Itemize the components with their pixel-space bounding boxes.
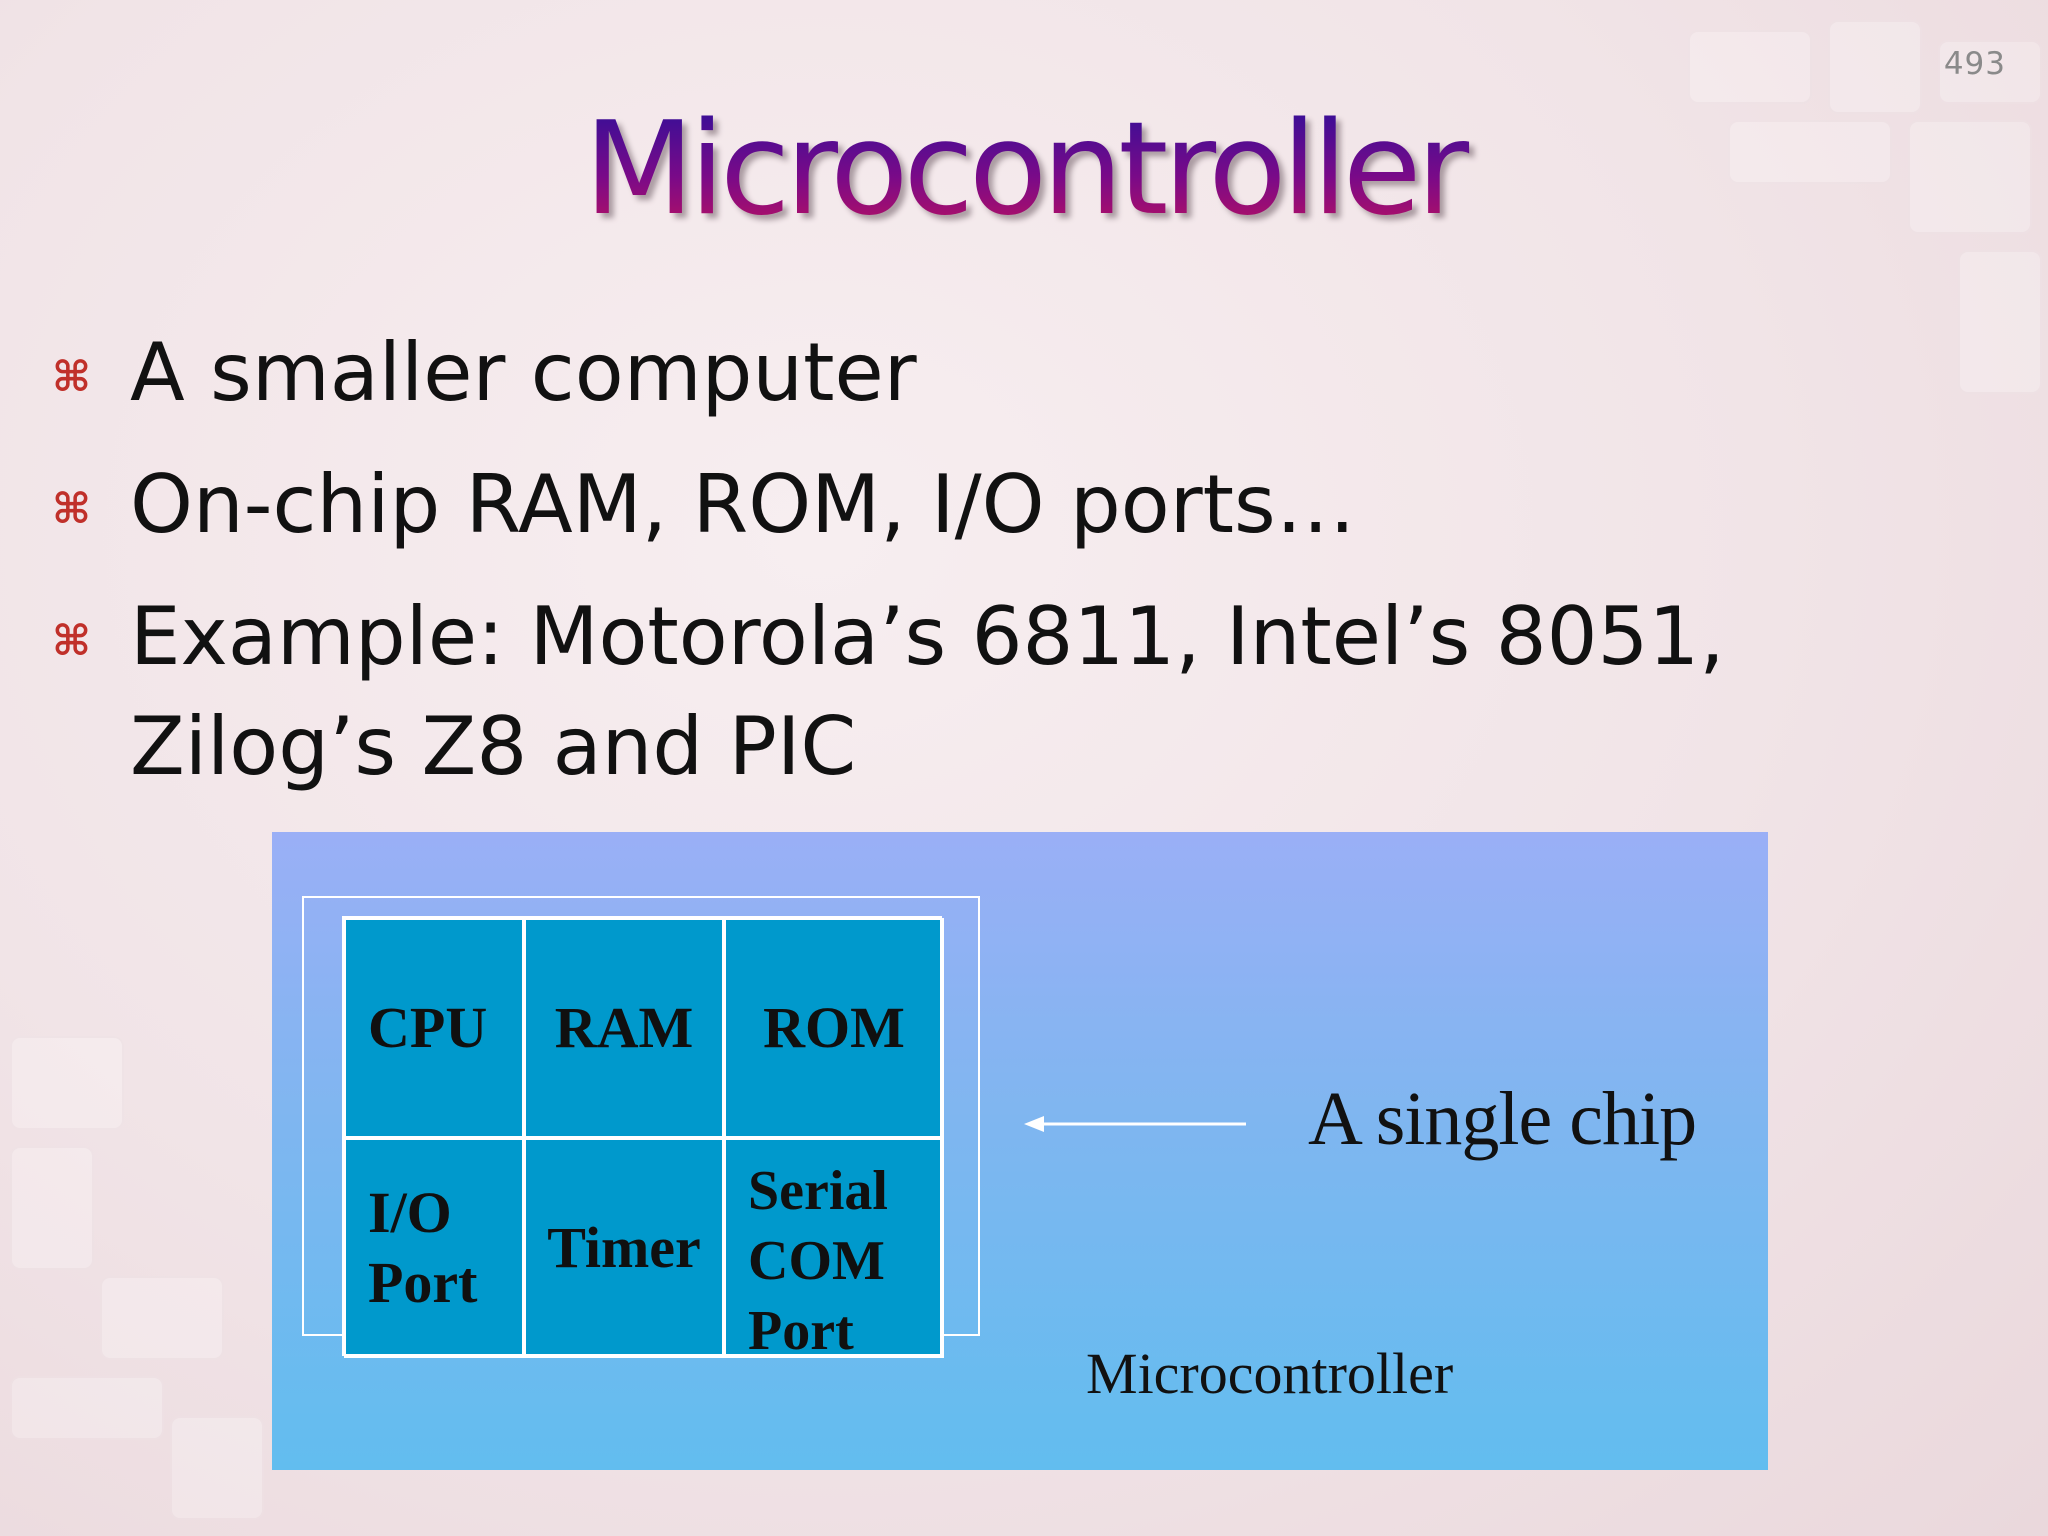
bullet-item: ⌘ A smaller computer (50, 318, 1970, 428)
command-key-icon: ⌘ (52, 616, 91, 665)
bullet-list: ⌘ A smaller computer ⌘ On-chip RAM, ROM,… (50, 318, 1970, 824)
single-chip-label: A single chip (1308, 1077, 1697, 1161)
diagram-caption: Microcontroller (1086, 1341, 1454, 1406)
arrow-left-icon (1024, 1116, 1246, 1132)
bullet-text: A smaller computer (130, 326, 917, 419)
bullet-item: ⌘ On-chip RAM, ROM, I/O ports… (50, 450, 1970, 560)
cell-timer: Timer (524, 1138, 724, 1358)
cell-io-port: I/O Port (344, 1138, 524, 1358)
cell-rom: ROM (724, 918, 944, 1138)
microcontroller-diagram: CPU RAM ROM I/O Port Timer Serial COM Po… (272, 832, 1768, 1470)
background-decoration-bottom-left (0, 1016, 280, 1536)
bullet-text: Example: Motorola’s 6811, Intel’s 8051, … (130, 590, 1725, 793)
page-number: 493 (1943, 46, 2006, 82)
chip-component-grid: CPU RAM ROM I/O Port Timer Serial COM Po… (342, 916, 944, 1362)
command-key-icon: ⌘ (52, 484, 91, 533)
bullet-item: ⌘ Example: Motorola’s 6811, Intel’s 8051… (50, 582, 1970, 802)
cell-ram: RAM (524, 918, 724, 1138)
cell-cpu: CPU (344, 918, 524, 1138)
bullet-text: On-chip RAM, ROM, I/O ports… (130, 458, 1356, 551)
cell-serial-com-port: Serial COM Port (724, 1138, 944, 1362)
slide-title: Microcontroller (0, 95, 2048, 244)
command-key-icon: ⌘ (52, 352, 91, 401)
